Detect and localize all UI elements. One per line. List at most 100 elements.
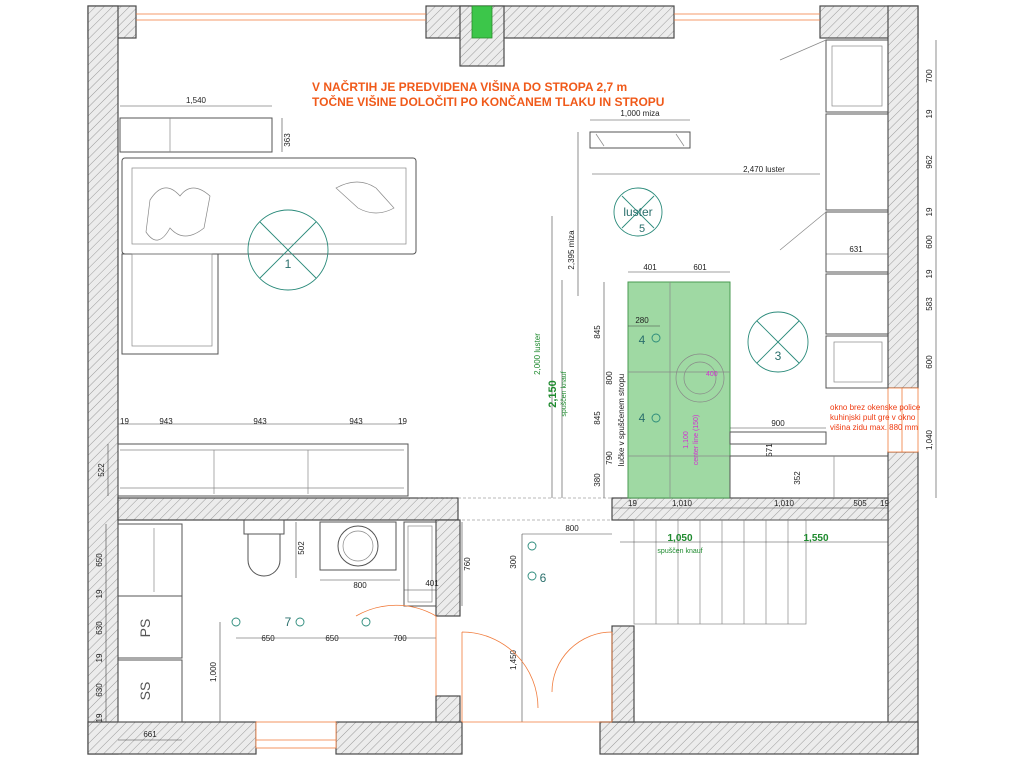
svg-text:19: 19	[880, 499, 889, 508]
light-3-label: 3	[775, 349, 782, 363]
svg-text:522: 522	[97, 463, 106, 477]
svg-text:600: 600	[925, 235, 934, 249]
stairs: 19 1,010 1,010 505 19 1,050 spuščen knau…	[612, 499, 889, 625]
svg-text:19: 19	[925, 207, 934, 216]
svg-text:19: 19	[95, 713, 104, 722]
right-dims: 700 19 962 19 600 19 583 600 1,040	[925, 40, 937, 498]
svg-text:650: 650	[95, 553, 104, 567]
svg-text:1,000: 1,000	[209, 661, 218, 682]
luster-name: luster	[623, 205, 652, 219]
svg-text:352: 352	[793, 471, 802, 485]
svg-text:900: 900	[771, 419, 785, 428]
light-7-label: 7	[285, 615, 292, 629]
tv-unit: 19 943 943 943 19 522	[97, 417, 409, 497]
svg-text:1,040: 1,040	[925, 429, 934, 450]
svg-text:401: 401	[425, 579, 439, 588]
svg-text:962: 962	[925, 155, 934, 169]
dim-943b: 943	[253, 417, 267, 426]
svg-text:571: 571	[765, 443, 774, 457]
svg-text:700: 700	[925, 69, 934, 83]
svg-text:300: 300	[509, 555, 518, 569]
svg-text:1,550: 1,550	[803, 533, 828, 544]
svg-text:400: 400	[706, 371, 718, 378]
svg-text:401: 401	[643, 263, 657, 272]
svg-text:spuščen knauf: spuščen knauf	[657, 548, 702, 555]
svg-text:2,150: 2,150	[547, 380, 559, 408]
svg-text:505: 505	[853, 499, 867, 508]
svg-text:800: 800	[605, 371, 614, 385]
ventilation-green	[471, 5, 493, 39]
dim-943c: 943	[349, 417, 363, 426]
svg-text:760: 760	[463, 557, 472, 571]
svg-text:650: 650	[261, 634, 275, 643]
svg-text:845: 845	[593, 411, 602, 425]
hall: 800 300 1,450 6	[461, 524, 613, 723]
svg-text:1,000 miza: 1,000 miza	[620, 109, 660, 118]
shelf-top: 1,540 363	[119, 96, 292, 153]
window-note: okno brez okenske police kuhinjski pult …	[830, 403, 921, 432]
svg-text:1,050: 1,050	[667, 533, 692, 544]
svg-text:višina zidu max. 880 mm: višina zidu max. 880 mm	[830, 423, 918, 432]
svg-text:650: 650	[325, 634, 339, 643]
svg-text:19: 19	[95, 589, 104, 598]
light-1: 1	[247, 209, 329, 291]
ceiling-note: V NAČRTIH JE PREDVIDENA VIŠINA DO STROPA…	[312, 79, 664, 109]
svg-text:kuhinjski pult gre v okno: kuhinjski pult gre v okno	[830, 413, 916, 422]
svg-text:19: 19	[925, 109, 934, 118]
sofa	[121, 157, 417, 355]
svg-text:1,010: 1,010	[774, 499, 795, 508]
svg-text:1,450: 1,450	[509, 649, 518, 670]
ps-label: PS	[137, 619, 153, 638]
svg-text:583: 583	[925, 297, 934, 311]
svg-text:661: 661	[143, 730, 157, 739]
svg-text:2,395 miza: 2,395 miza	[567, 230, 576, 270]
svg-text:790: 790	[605, 451, 614, 465]
bathroom: PS SS 650 19 630 19 630 19 661 502 800 4…	[95, 519, 472, 741]
svg-text:19: 19	[628, 499, 637, 508]
svg-text:okno brez okenske police: okno brez okenske police	[830, 403, 921, 412]
svg-text:601: 601	[693, 263, 707, 272]
light-4a-label: 4	[639, 333, 646, 347]
svg-text:2,000 luster: 2,000 luster	[533, 333, 542, 375]
svg-text:631: 631	[849, 245, 863, 254]
light-6-label: 6	[540, 571, 547, 585]
windows	[136, 13, 919, 749]
svg-text:800: 800	[353, 581, 367, 590]
svg-text:600: 600	[925, 355, 934, 369]
light-1-label: 1	[285, 257, 292, 271]
svg-text:280: 280	[635, 316, 649, 325]
svg-text:800: 800	[565, 524, 579, 533]
svg-text:1,100: 1,100	[683, 431, 690, 449]
walls	[87, 5, 919, 755]
svg-text:lučke v spuščenem stropu: lučke v spuščenem stropu	[617, 374, 626, 467]
svg-text:2,470 luster: 2,470 luster	[743, 165, 785, 174]
svg-text:19: 19	[398, 417, 407, 426]
svg-text:380: 380	[593, 473, 602, 487]
svg-text:spuščen knauf: spuščen knauf	[561, 371, 568, 416]
svg-text:845: 845	[593, 325, 602, 339]
kitchen-island: 400 1,100 center line (150) 4 4 401 601 …	[593, 263, 731, 499]
ss-label: SS	[137, 682, 153, 701]
note-line-1: V NAČRTIH JE PREDVIDENA VIŠINA DO STROPA…	[312, 79, 627, 94]
light-3: 3	[747, 311, 809, 373]
light-5-label: 5	[639, 223, 645, 235]
note-line-2: TOČNE VIŠINE DOLOČITI PO KONČANEM TLAKU …	[312, 94, 664, 109]
luster-vertical-dim: 2,000 luster 2,150 spuščen knauf	[533, 216, 568, 498]
svg-text:1,010: 1,010	[672, 499, 693, 508]
svg-text:center line (150): center line (150)	[693, 415, 700, 466]
svg-text:630: 630	[95, 621, 104, 635]
kitchen-cabinets: 631 900 571 352	[729, 39, 889, 499]
luster-light: 2,470 luster luster 5	[592, 165, 820, 237]
light-4b-label: 4	[639, 411, 646, 425]
svg-text:19: 19	[95, 653, 104, 662]
dim-943a: 943	[159, 417, 173, 426]
svg-text:19: 19	[120, 417, 129, 426]
svg-text:700: 700	[393, 634, 407, 643]
dim-363: 363	[283, 133, 292, 147]
svg-text:502: 502	[297, 541, 306, 555]
svg-text:19: 19	[925, 269, 934, 278]
dim-1540: 1,540	[186, 96, 207, 105]
dining-table: 1,000 miza 2,395 miza	[567, 109, 691, 296]
svg-text:630: 630	[95, 683, 104, 697]
